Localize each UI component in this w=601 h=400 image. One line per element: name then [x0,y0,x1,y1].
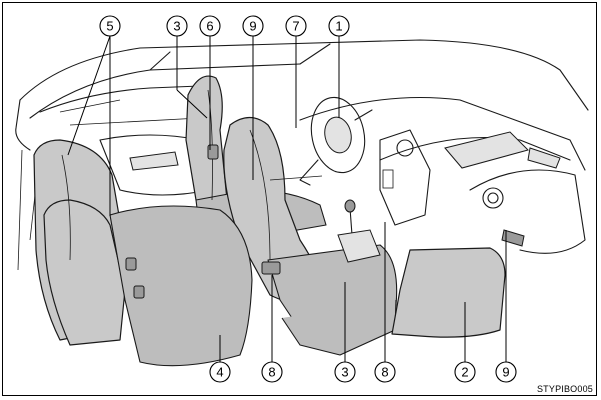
callout-label: 3 [341,365,348,380]
leader-lines [67,35,507,362]
callout-7: 7 [285,15,307,37]
callout-label: 1 [335,19,342,34]
callout-label: 9 [502,365,509,380]
gear-lever [337,199,381,263]
callout-label: 8 [381,365,388,380]
callout-4: 4 [209,361,231,383]
callout-9-top: 9 [242,15,264,37]
steering-wheel [299,96,373,186]
callout-1: 1 [328,15,350,37]
callout-label: 2 [461,365,468,380]
callout-label: 6 [206,19,213,34]
callout-6: 6 [199,15,221,37]
callout-label: 8 [268,365,275,380]
callout-label: 5 [106,19,113,34]
callout-label: 7 [292,19,299,34]
callout-8-left: 8 [261,361,283,383]
callout-3-bottom: 3 [334,361,356,383]
callout-5: 5 [99,15,121,37]
callout-9-bottom: 9 [495,361,517,383]
callout-label: 4 [216,365,223,380]
floor-mat [391,247,506,338]
callout-8-right: 8 [374,361,396,383]
rear-seat [33,139,253,367]
callout-label: 9 [249,19,256,34]
figure-frame [2,2,597,396]
driver-seat [223,116,398,356]
figure-code: STYPIBO005 [536,384,593,394]
callout-label: 3 [173,19,180,34]
callout-3-top: 3 [166,15,188,37]
car-body-outline [15,39,589,271]
callout-2: 2 [454,361,476,383]
